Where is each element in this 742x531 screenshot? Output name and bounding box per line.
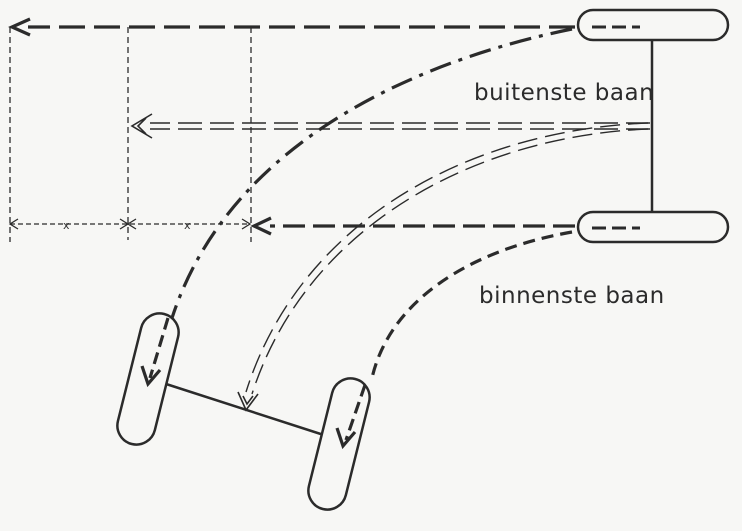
center-track-arrowhead xyxy=(237,391,259,412)
wheel-direction-arrows xyxy=(140,317,367,450)
right-wheel-arrowhead xyxy=(335,427,357,450)
rear-wheel-bottom xyxy=(576,210,730,244)
left-wheel-arrowhead xyxy=(140,365,162,388)
center-track-curve-b xyxy=(251,128,649,395)
outer-straight-arrowhead xyxy=(8,17,31,37)
reference-lines: x x xyxy=(8,27,252,242)
center-track-curve-a xyxy=(245,122,649,393)
rear-wheel-top xyxy=(576,8,730,42)
rear-axle-assembly xyxy=(576,8,730,244)
spacing-marker-1: x xyxy=(63,219,70,232)
dimension-arrow-2 xyxy=(119,218,137,230)
dimension-arrow-3 xyxy=(241,218,252,230)
spacing-marker-2: x xyxy=(184,219,191,232)
outer-track-label: buitenste baan xyxy=(474,80,654,106)
inner-track-curve xyxy=(370,230,573,379)
right-wheel-direction-line xyxy=(344,384,367,441)
left-wheel-direction-line xyxy=(148,317,170,379)
front-axle-assembly xyxy=(116,312,371,511)
straight-paths xyxy=(8,17,650,236)
center-straight-arrowhead xyxy=(130,113,153,139)
front-wheel-right xyxy=(307,377,371,511)
outer-track-curve xyxy=(170,27,573,319)
inner-straight-arrowhead xyxy=(250,216,272,236)
dimension-arrow-1 xyxy=(8,218,19,230)
inner-track-label: binnenste baan xyxy=(479,283,665,309)
curved-paths xyxy=(170,27,649,412)
